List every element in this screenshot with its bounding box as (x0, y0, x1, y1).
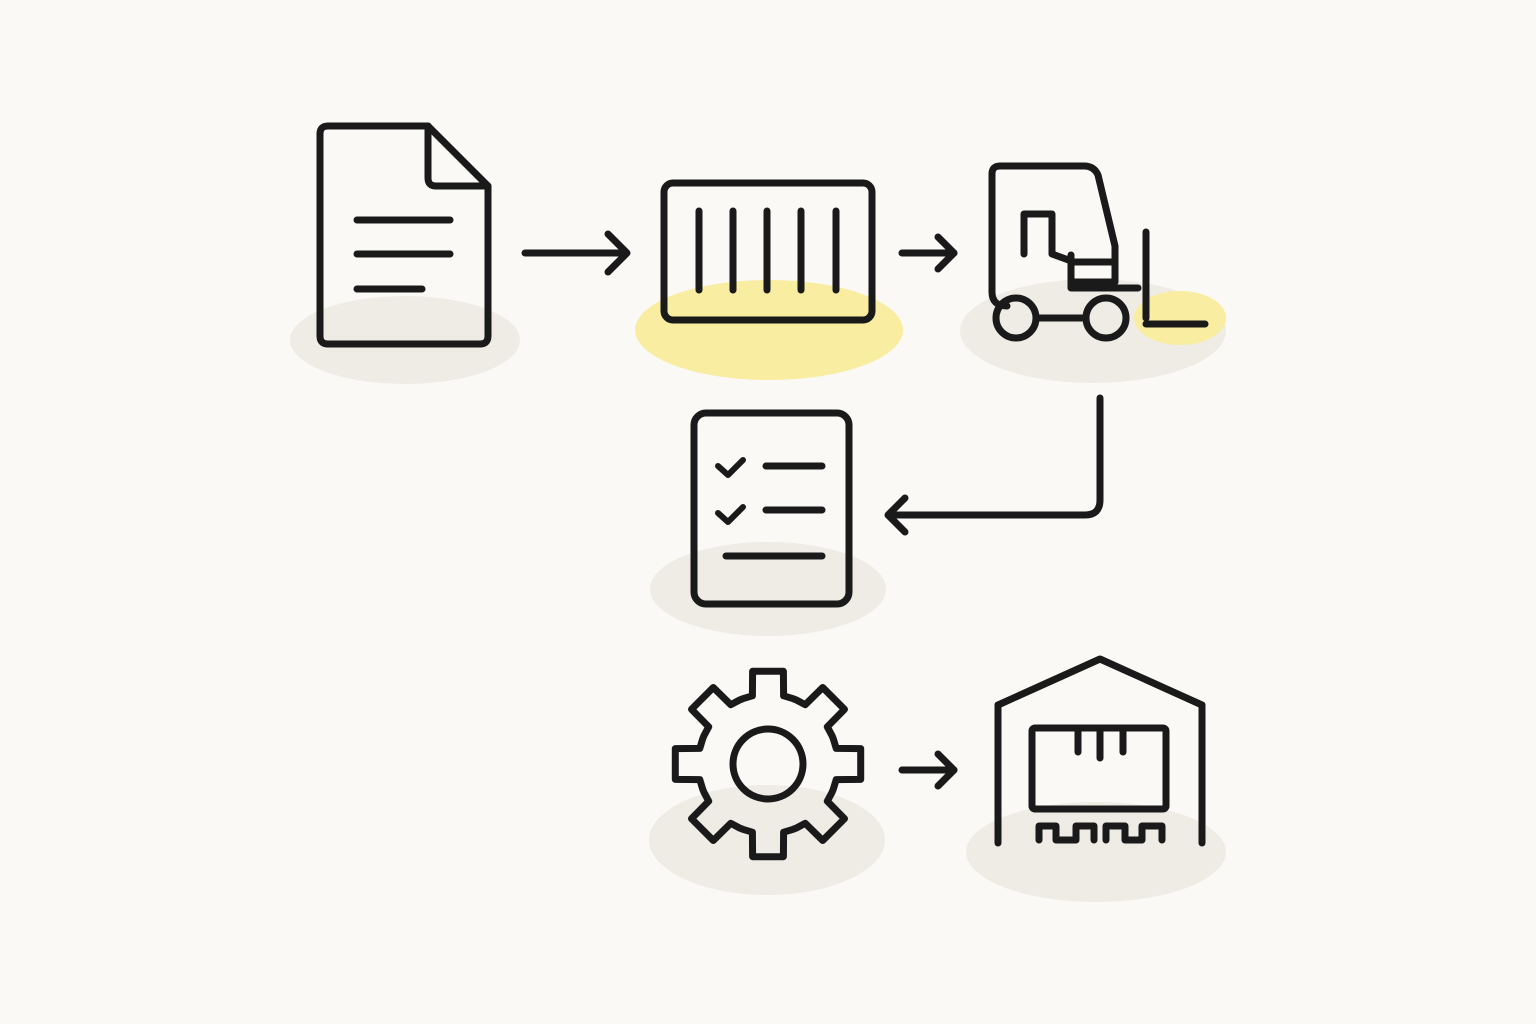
warehouse-icon (994, 655, 1206, 847)
document-icon (316, 122, 492, 348)
arrow-right-icon (521, 230, 631, 276)
shipping-container-icon (660, 179, 876, 324)
node-forklift (960, 162, 1226, 383)
arrow-right-icon (898, 233, 958, 273)
forklift-icon (988, 162, 1209, 342)
node-processing (649, 667, 885, 895)
node-container (635, 179, 903, 380)
node-warehouse (966, 655, 1226, 902)
gear-shadow (649, 785, 885, 895)
gear-icon (671, 667, 865, 861)
arrow-right-icon (898, 750, 958, 790)
container-highlight (635, 280, 903, 380)
node-document (290, 122, 520, 384)
node-checklist (650, 409, 886, 636)
elbow-arrow-icon (884, 394, 1104, 536)
checklist-icon (690, 409, 853, 608)
forklift-highlight (1134, 291, 1226, 345)
warehouse-shadow (966, 802, 1226, 902)
document-shadow (290, 296, 520, 384)
checklist-shadow (650, 542, 886, 636)
